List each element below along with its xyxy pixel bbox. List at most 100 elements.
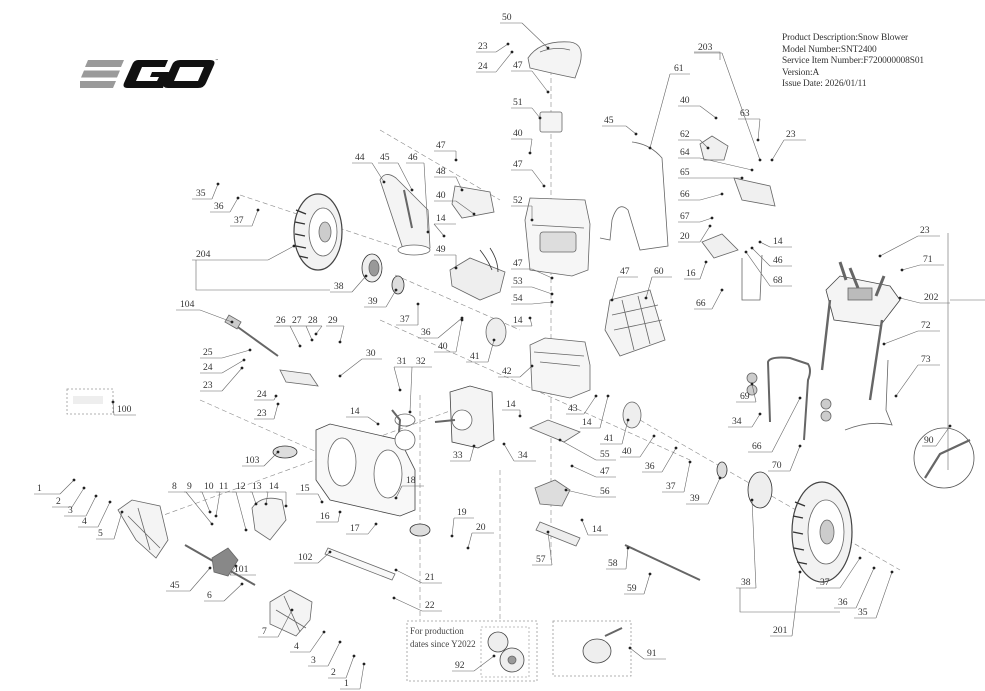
callout-label-55: 55 <box>600 449 610 460</box>
callout-label-43: 43 <box>568 403 578 414</box>
callout-leader <box>565 489 597 498</box>
callout-arrowhead <box>872 566 876 570</box>
callout-arrowhead <box>442 234 446 238</box>
part-motor-housing <box>529 337 591 399</box>
part-handle-assembly <box>820 261 901 401</box>
callout-arrowhead <box>878 254 882 258</box>
callout-arrowhead <box>628 646 632 650</box>
callout-arrowhead <box>626 546 630 550</box>
callout-label-204: 204 <box>196 249 211 260</box>
callout-label-65: 65 <box>680 167 690 178</box>
callout-label-2: 2 <box>56 496 61 507</box>
callout-label-64: 64 <box>680 147 690 158</box>
callout-arrowhead <box>718 476 722 480</box>
callout-arrowhead <box>240 366 244 370</box>
part-light-bar <box>279 369 319 387</box>
callout-arrowhead <box>248 348 252 352</box>
callout-leader <box>97 501 111 528</box>
callout-label-47: 47 <box>513 60 523 71</box>
callout-leader <box>277 609 293 638</box>
part-base-plate <box>528 419 581 443</box>
callout-arrowhead <box>720 288 724 292</box>
callout-arrowhead <box>502 442 506 446</box>
callout-arrowhead <box>580 518 584 522</box>
callout-leader <box>751 499 757 589</box>
callout-arrowhead <box>314 332 318 336</box>
callout-label-50: 50 <box>502 12 512 23</box>
callout-arrowhead <box>894 394 898 398</box>
callout-arrowhead <box>530 218 534 222</box>
callout-leader <box>423 162 429 233</box>
callout-arrowhead <box>538 116 542 120</box>
callout-label-12: 12 <box>236 481 246 492</box>
callout-leader <box>189 567 211 592</box>
callout-leader <box>751 413 761 428</box>
production-note: For production dates since Y2022 <box>410 625 476 651</box>
model-number: Model Number:SNT2400 <box>782 44 877 55</box>
callout-label-62: 62 <box>680 129 690 140</box>
callout-leader <box>487 339 495 363</box>
callout-arrowhead <box>454 266 458 270</box>
callout-leader <box>757 118 761 141</box>
callout-arrowhead <box>750 382 754 386</box>
callout-leader <box>229 197 239 213</box>
callout-leader <box>327 641 341 667</box>
callout-label-38: 38 <box>334 281 344 292</box>
callout-arrowhead <box>890 570 894 574</box>
callout-label-91: 91 <box>647 648 657 659</box>
callout-leader <box>385 289 397 308</box>
callout-leader <box>649 73 671 149</box>
callout-label-37: 37 <box>234 215 244 226</box>
callout-arrowhead <box>756 138 760 142</box>
callout-label-14: 14 <box>773 236 783 247</box>
callout-leader <box>699 193 723 201</box>
callout-arrowhead <box>276 402 280 406</box>
production-note-line2: dates since Y2022 <box>410 639 476 649</box>
callout-arrowhead <box>758 412 762 416</box>
part-skid-shoe-right <box>409 523 431 537</box>
callout-label-27: 27 <box>292 315 302 326</box>
callout-arrowhead <box>594 394 598 398</box>
callout-label-1: 1 <box>37 483 42 494</box>
callout-leader <box>711 289 723 310</box>
callout-arrowhead <box>284 504 288 508</box>
callout-arrowhead <box>460 316 464 320</box>
callout-label-33: 33 <box>453 450 463 461</box>
callout-leader <box>789 445 801 472</box>
callout-leader <box>855 567 875 609</box>
callout-arrowhead <box>528 151 532 155</box>
issue-date: Issue Date: 2026/01/11 <box>782 79 867 90</box>
part-auger-right <box>269 589 313 637</box>
callout-arrowhead <box>714 116 718 120</box>
callout-label-66: 66 <box>696 298 706 309</box>
part-switch-65 <box>733 177 776 207</box>
callout-leader <box>745 251 771 287</box>
callout-arrowhead <box>208 510 212 514</box>
callout-arrowhead <box>550 292 554 296</box>
callout-arrowhead <box>610 298 614 302</box>
callout-label-16: 16 <box>320 511 330 522</box>
version: Version:A <box>782 67 820 78</box>
callout-label-24: 24 <box>203 362 213 373</box>
part-wheel-right <box>791 481 853 583</box>
callout-arrowhead <box>546 530 550 534</box>
callout-arrowhead <box>704 260 708 264</box>
part-bracket-57 <box>535 521 581 547</box>
part-cable-73 <box>844 359 893 431</box>
callout-arrowhead <box>706 146 710 150</box>
callout-arrowhead <box>644 296 648 300</box>
callout-leader <box>629 647 645 660</box>
callout-leader <box>251 209 259 227</box>
callout-leader <box>112 401 115 416</box>
callout-arrowhead <box>254 502 258 506</box>
callout-arrowhead <box>472 212 476 216</box>
callout-label-14: 14 <box>269 481 279 492</box>
callout-leader <box>495 43 509 53</box>
leader-lines <box>34 22 985 690</box>
production-note-line1: For production <box>410 626 464 636</box>
part-gears-92 <box>487 631 525 673</box>
callout-leader <box>393 597 423 612</box>
callout-label-40: 40 <box>513 128 523 139</box>
callout-leader <box>645 276 653 299</box>
